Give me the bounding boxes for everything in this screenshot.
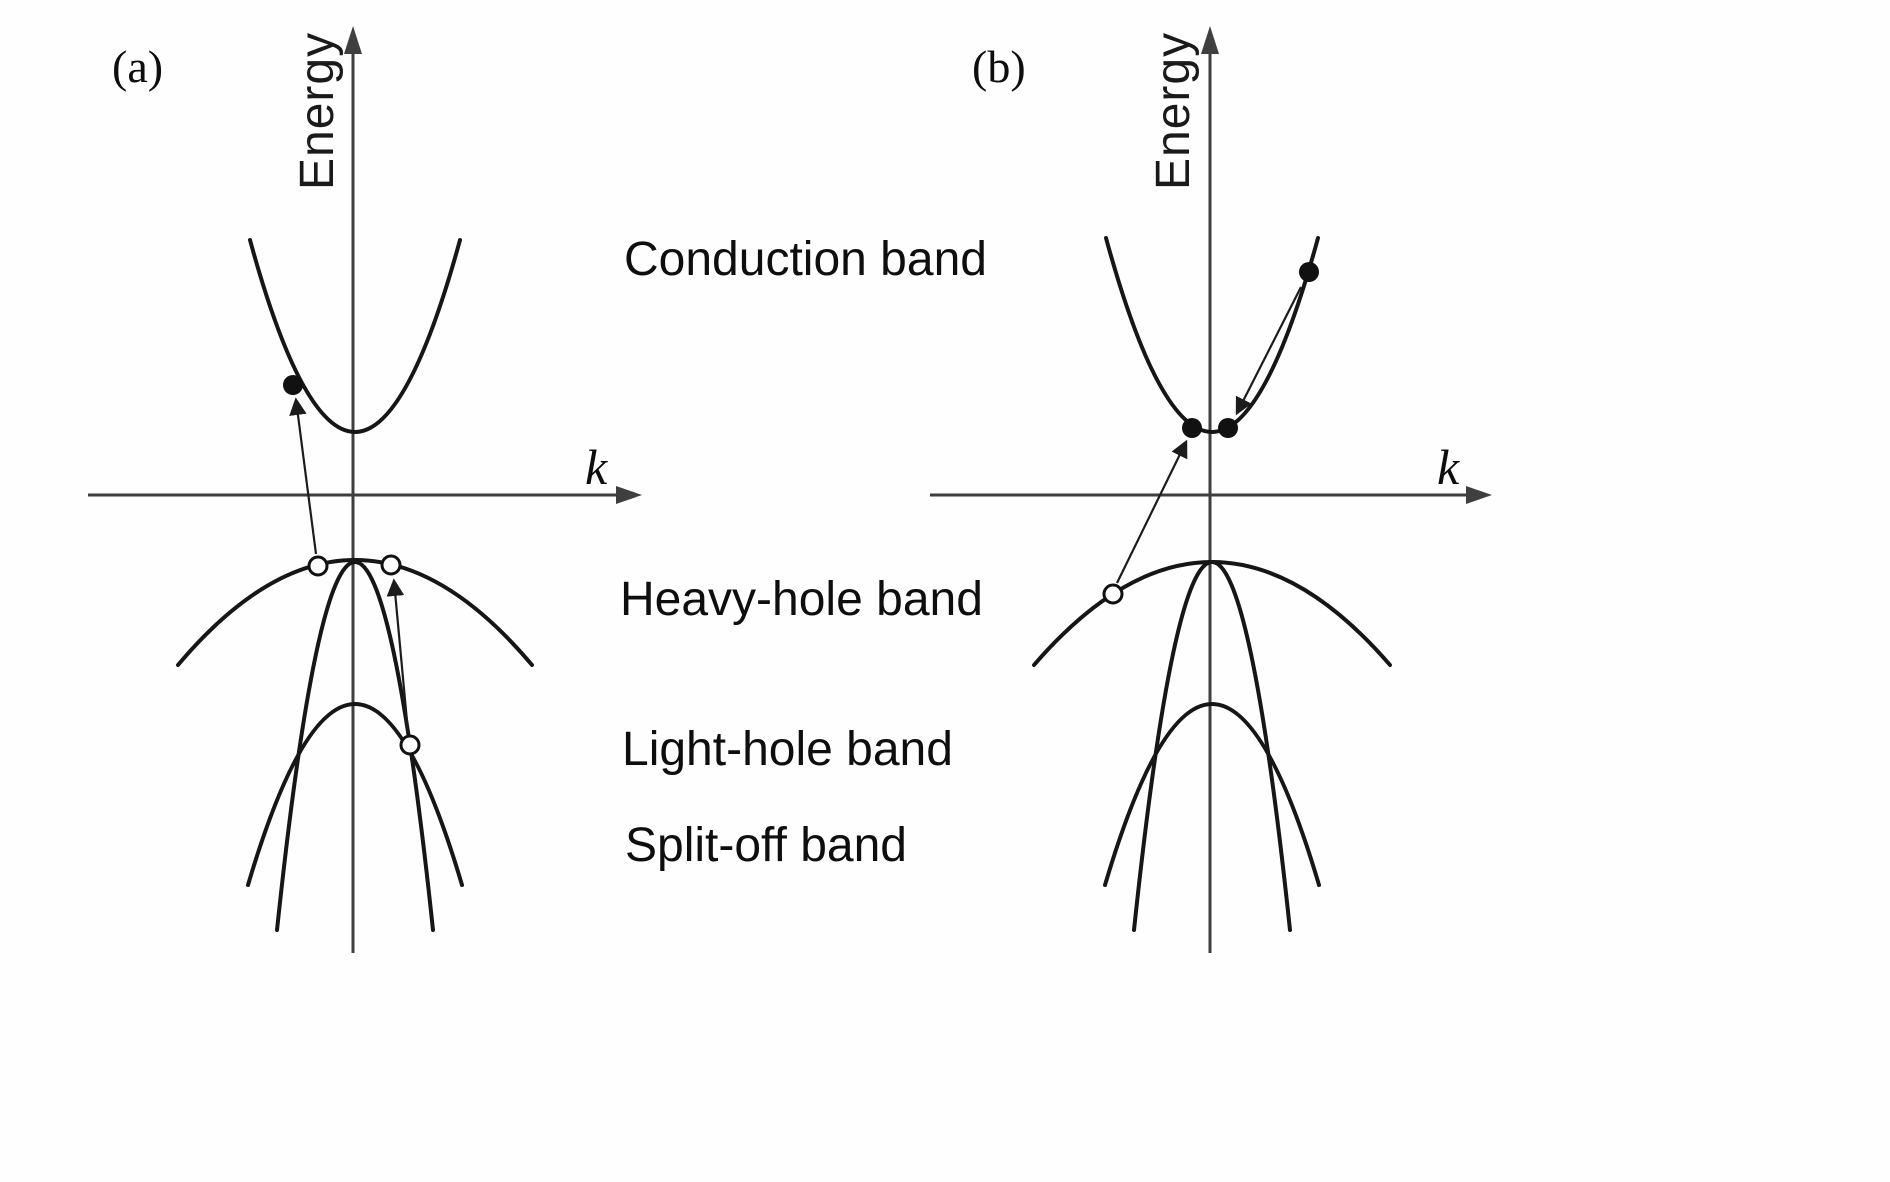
heavy-hole-band-curve-b bbox=[1032, 560, 1392, 667]
conduction-band-label: Conduction band bbox=[624, 233, 987, 286]
hole-circle-heavyhole-b bbox=[1102, 583, 1124, 605]
energy-axis-arrowhead-b bbox=[1201, 26, 1219, 54]
transition-arrow-lighthole-to-heavyhole bbox=[386, 578, 410, 733]
split-off-band-curve-b bbox=[1103, 702, 1321, 887]
conduction-band-curve-a bbox=[248, 238, 462, 434]
electron-dot-conduction-left-b bbox=[1182, 418, 1202, 438]
heavy-hole-band-label: Heavy-hole band bbox=[620, 573, 983, 626]
energy-axis-label-b: Energy bbox=[1147, 31, 1200, 190]
k-axis-arrowhead-a bbox=[616, 486, 642, 504]
electron-dot-conduction-a bbox=[283, 375, 303, 395]
relaxation-arrow-conduction-b bbox=[1235, 286, 1302, 416]
transition-arrow-heavyhole-to-conduction-b bbox=[1116, 439, 1188, 584]
panel-b-diagram bbox=[930, 26, 1492, 953]
split-off-band-label: Split-off band bbox=[625, 819, 907, 872]
hole-circle-heavyhole-left-a bbox=[307, 555, 329, 577]
heavy-hole-band-curve-a bbox=[176, 558, 534, 667]
hole-circle-lighthole-a bbox=[399, 734, 421, 756]
split-off-band-curve-a bbox=[246, 702, 464, 887]
k-axis-arrowhead-b bbox=[1466, 486, 1492, 504]
conduction-band-curve-b bbox=[1104, 236, 1320, 434]
light-hole-band-curve-b bbox=[1132, 560, 1292, 932]
transition-arrow-heavyhole-to-conduction bbox=[289, 397, 318, 555]
k-axis-label-b: k bbox=[1437, 439, 1460, 495]
electron-dot-conduction-right-b bbox=[1218, 418, 1238, 438]
panel-b-tag: (b) bbox=[972, 41, 1026, 92]
panel-a-tag: (a) bbox=[112, 41, 164, 92]
panel-a-diagram bbox=[88, 26, 642, 953]
hole-circle-heavyhole-right-a bbox=[380, 554, 402, 576]
energy-axis-arrowhead-a bbox=[344, 26, 362, 54]
energy-axis-label-a: Energy bbox=[291, 31, 344, 190]
k-axis-label-a: k bbox=[585, 439, 608, 495]
electron-dot-conduction-high-b bbox=[1299, 262, 1319, 282]
light-hole-band-label: Light-hole band bbox=[622, 723, 953, 776]
